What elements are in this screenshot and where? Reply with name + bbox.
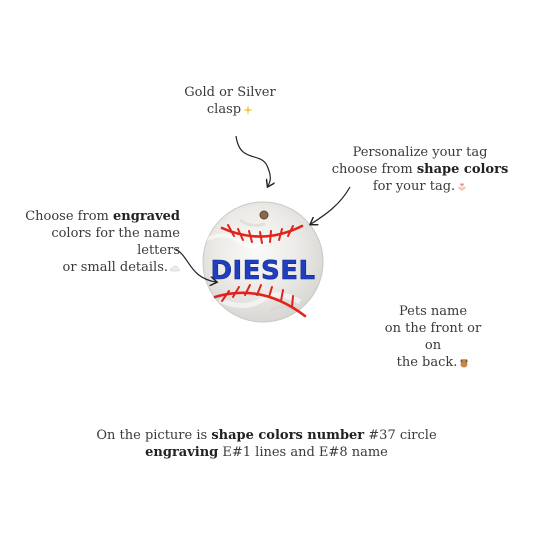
clasp-arrow (235, 135, 270, 186)
cloud-icon (170, 265, 180, 271)
sparkles-icon (243, 104, 254, 115)
caption-line2-bold: engraving (145, 445, 219, 460)
engrave-note-line1-pre: Choose from (25, 209, 113, 224)
pets-note-line1: Pets name (398, 304, 468, 319)
caption-line1-bold: shape colors number (211, 428, 365, 443)
shape-note: Personalize your tag choose from shape c… (320, 144, 520, 195)
pets-note-line3: the back. (396, 355, 458, 370)
caption-note: On the picture is shape colors number #3… (60, 427, 473, 461)
clasp-hole (259, 210, 269, 220)
caption-line1-post: #37 circle (364, 428, 437, 443)
shape-note-line2-bold: shape colors (416, 162, 509, 177)
stitch-lines (213, 224, 307, 318)
clasp-note-line2: clasp (206, 102, 242, 117)
pets-note-line2: on the front or on (384, 321, 482, 353)
shape-note-line1: Personalize your tag (352, 145, 488, 160)
engrave-note: Choose from engraved colors for the name… (20, 208, 180, 276)
clasp-note: Gold or Silver clasp (170, 84, 290, 118)
engrave-note-line3: or small details. (62, 260, 168, 275)
engrave-note-line1-bold: engraved (113, 209, 180, 224)
caption-line1-pre: On the picture is (96, 428, 212, 443)
shape-note-line2-pre: choose from (331, 162, 417, 177)
caption-line2-post: E#1 lines and E#8 name (218, 445, 388, 460)
hands-heart-icon (458, 182, 467, 191)
shape-arrow (311, 186, 351, 224)
pets-note: Pets name on the front or on the back. (378, 303, 488, 371)
engrave-note-line2: colors for the name letters (51, 226, 180, 258)
tag-name-engraving: DIESEL (210, 256, 315, 286)
engrave-arrow (175, 248, 216, 282)
dog-icon (460, 358, 468, 367)
shape-note-line3: for your tag. (372, 179, 456, 194)
clasp-note-line1: Gold or Silver (184, 85, 276, 100)
